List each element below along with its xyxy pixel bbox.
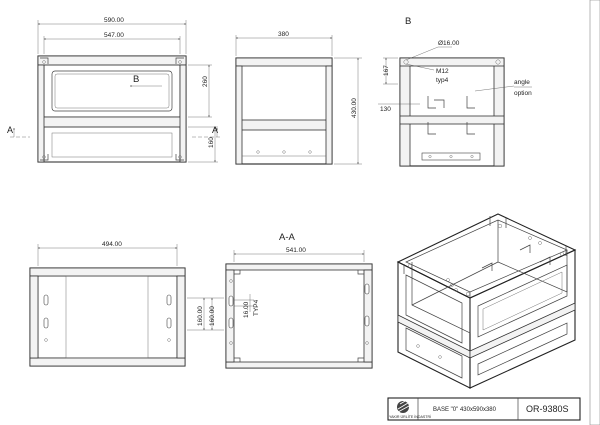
top-depth: 160.00 xyxy=(197,306,204,326)
section-marker-left: A xyxy=(7,125,13,135)
option-label: option xyxy=(514,90,532,97)
front-view: B 590.00 547.00 260 160 A A xyxy=(7,17,222,163)
company-logo xyxy=(397,399,410,413)
isometric-view xyxy=(396,213,577,389)
front-width-overall: 590.00 xyxy=(104,17,124,24)
detail-dim-top: 167 xyxy=(383,65,390,76)
sheet-border xyxy=(589,0,600,425)
hole-diameter: Ø16.00 xyxy=(438,40,460,47)
section-title: A-A xyxy=(279,232,296,243)
front-view-letter-b: B xyxy=(133,74,139,85)
front-height-lower: 160 xyxy=(208,137,215,148)
section-width: 541.00 xyxy=(286,247,306,254)
side-view: 380 430.00 xyxy=(235,31,362,165)
side-height: 430.00 xyxy=(351,98,358,118)
front-width-inner: 547.00 xyxy=(104,32,124,39)
section-slot-width: 16.00 xyxy=(243,301,250,318)
thread-size: M12 xyxy=(436,68,449,75)
company-name: YAKIR ÜRLİTE İNDASTRİ xyxy=(389,414,431,419)
front-height-upper: 260 xyxy=(202,76,209,87)
section-slot-height: 160.00 xyxy=(209,306,216,326)
title-block: YAKIR ÜRLİTE İNDASTRİ BASE "0" 430x590x3… xyxy=(387,397,581,421)
section-view: A-A 541.00 160.00 16.00 TYP4 xyxy=(208,232,373,369)
top-width: 494.00 xyxy=(102,241,122,248)
section-marker-right: A xyxy=(212,125,218,135)
section-slot-quantity: TYP4 xyxy=(253,299,260,316)
top-view: 494.00 160.00 xyxy=(29,241,208,367)
detail-dim-lower: 130 xyxy=(380,106,391,113)
detail-b-title: B xyxy=(405,16,411,27)
drawing-code: OR-9380S xyxy=(526,404,569,414)
side-depth: 380 xyxy=(278,31,289,38)
drawing-description: BASE "0" 430x590x380 xyxy=(433,407,497,413)
detail-b-view: B Ø16.00 M12 typ4 angle option xyxy=(378,16,532,167)
thread-quantity: typ4 xyxy=(436,77,449,84)
angle-label: angle xyxy=(514,79,530,86)
